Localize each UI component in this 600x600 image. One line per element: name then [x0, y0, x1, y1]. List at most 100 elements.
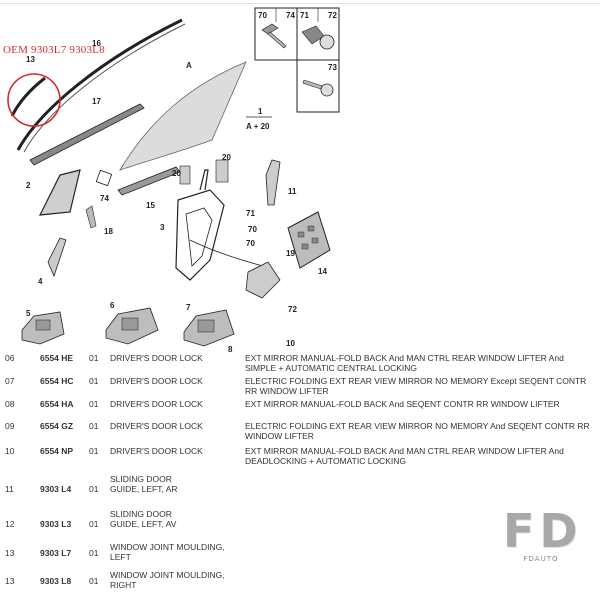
part-description: SLIDING DOOR GUIDE, LEFT, AR	[110, 474, 178, 494]
callout-15: 15	[146, 201, 155, 210]
part-quantity: 01	[89, 484, 99, 494]
part-description: DRIVER'S DOOR LOCK	[110, 353, 203, 363]
highlight-circle	[7, 73, 61, 127]
callout-17: 17	[92, 97, 101, 106]
callout-71: 71	[246, 209, 255, 218]
row-index: 06	[5, 353, 15, 363]
row-index: 09	[5, 421, 15, 431]
parts-row: 13 9303 L8 01 WINDOW JOINT MOULDING, RIG…	[0, 570, 600, 592]
part-description: DRIVER'S DOOR LOCK	[110, 399, 203, 409]
callout-18: 18	[104, 227, 113, 236]
callout-13: 13	[26, 55, 35, 64]
callout-70: 70	[248, 225, 257, 234]
moulding-16	[16, 18, 183, 151]
callout-A: A	[186, 61, 192, 70]
callout-11: 11	[288, 187, 297, 196]
callout-4: 4	[38, 277, 43, 286]
part-note: ELECTRIC FOLDING EXT REAR VIEW MIRROR NO…	[245, 376, 587, 396]
parts-row: 09 6554 GZ 01 DRIVER'S DOOR LOCK ELECTRI…	[0, 421, 600, 446]
row-index: 07	[5, 376, 15, 386]
part-description: DRIVER'S DOOR LOCK	[110, 376, 203, 386]
watermark-logo-letters: FD	[503, 504, 583, 558]
callout-74: 74	[100, 194, 109, 203]
callout-2: 2	[26, 181, 31, 190]
strip-15	[117, 166, 181, 196]
part-description: DRIVER'S DOOR LOCK	[110, 446, 203, 456]
part-description: WINDOW JOINT MOULDING, RIGHT	[110, 570, 225, 590]
fastener-box-73	[296, 59, 340, 113]
callout-19: 19	[286, 249, 295, 258]
row-index: 11	[5, 484, 14, 494]
callout-A-plus-20: A + 20	[246, 122, 270, 131]
part-quantity: 01	[89, 421, 99, 431]
bracket-4	[47, 237, 67, 278]
part-reference: 6554 GZ	[40, 421, 74, 431]
parts-row: 08 6554 HA 01 DRIVER'S DOOR LOCK EXT MIR…	[0, 399, 600, 421]
callout-70-b: 70	[246, 239, 255, 248]
door-lock-7	[183, 309, 235, 347]
part-reference: 6554 HA	[40, 399, 74, 409]
part-reference: 9303 L3	[40, 519, 72, 529]
row-index: 13	[5, 548, 15, 558]
part-description: SLIDING DOOR GUIDE, LEFT, AV	[110, 509, 177, 529]
part-quantity: 01	[89, 548, 99, 558]
callout-16: 16	[92, 39, 101, 48]
callout-3: 3	[160, 223, 165, 232]
part-note: EXT MIRROR MANUAL-FOLD BACK And MAN CTRL…	[245, 353, 564, 373]
callout-72: 72	[288, 305, 297, 314]
part-quantity: 01	[89, 376, 99, 386]
part-note: ELECTRIC FOLDING EXT REAR VIEW MIRROR NO…	[245, 421, 590, 441]
part-description: DRIVER'S DOOR LOCK	[110, 421, 203, 431]
top-rule	[0, 3, 600, 4]
parts-row: 07 6554 HC 01 DRIVER'S DOOR LOCK ELECTRI…	[0, 376, 600, 399]
row-index: 13	[5, 576, 15, 586]
regulator-motor	[245, 261, 281, 299]
row-index: 08	[5, 399, 15, 409]
fdauto-watermark: FD FDAUTO	[503, 505, 579, 563]
row-index: 12	[5, 519, 15, 529]
part-reference: 9303 L4	[40, 484, 72, 494]
callout-10: 10	[286, 339, 295, 348]
callout-7: 7	[186, 303, 191, 312]
parts-row: 11 9303 L4 01 SLIDING DOOR GUIDE, LEFT, …	[0, 474, 600, 509]
moulding-13	[10, 76, 46, 117]
callout-box-71: 71	[300, 11, 309, 20]
callout-box-70: 70	[258, 11, 267, 20]
parts-row: 10 6554 NP 01 DRIVER'S DOOR LOCK EXT MIR…	[0, 446, 600, 474]
part-quantity: 01	[89, 399, 99, 409]
door-lock-6	[105, 307, 159, 345]
strip-17	[29, 103, 145, 166]
part-note: EXT MIRROR MANUAL-FOLD BACK And MAN CTRL…	[245, 446, 564, 466]
window-glass	[119, 61, 247, 171]
callout-5: 5	[26, 309, 31, 318]
callout-1: 1	[258, 107, 263, 116]
row-index: 10	[5, 446, 15, 456]
parts-row: 12 9303 L3 01 SLIDING DOOR GUIDE, LEFT, …	[0, 509, 600, 542]
oem-number-note: OEM 9303L7 9303L8	[3, 44, 105, 56]
part-reference: 6554 HE	[40, 353, 74, 363]
part-note: EXT MIRROR MANUAL-FOLD BACK And SEQENT C…	[245, 399, 560, 409]
fastener-box-70-74	[254, 7, 298, 61]
part-reference: 9303 L7	[40, 548, 72, 558]
part-reference: 6554 NP	[40, 446, 74, 456]
quarter-glass	[38, 169, 81, 216]
part-quantity: 01	[89, 519, 99, 529]
exploded-parts-diagram: 13 16 17 2 74 18 15 A 1 A + 20 20 20 3 1…	[7, 7, 340, 354]
part-reference: 6554 HC	[40, 376, 74, 386]
watermark-brand-name: FDAUTO	[523, 555, 559, 563]
guide-11	[265, 159, 281, 206]
door-lock-5	[21, 311, 65, 345]
part-quantity: 01	[89, 353, 99, 363]
callout-box-74: 74	[286, 11, 295, 20]
parts-list: 06 6554 HE 01 DRIVER'S DOOR LOCK EXT MIR…	[0, 353, 600, 592]
callout-8: 8	[228, 345, 233, 354]
part-quantity: 01	[89, 576, 99, 586]
callout-14: 14	[318, 267, 327, 276]
callout-box-73: 73	[328, 63, 337, 72]
callout-box-72: 72	[328, 11, 337, 20]
part-description: WINDOW JOINT MOULDING, LEFT	[110, 542, 225, 562]
parts-row: 13 9303 L7 01 WINDOW JOINT MOULDING, LEF…	[0, 542, 600, 570]
part-quantity: 01	[89, 446, 99, 456]
callout-20: 20	[222, 153, 231, 162]
callout-6: 6	[110, 301, 115, 310]
